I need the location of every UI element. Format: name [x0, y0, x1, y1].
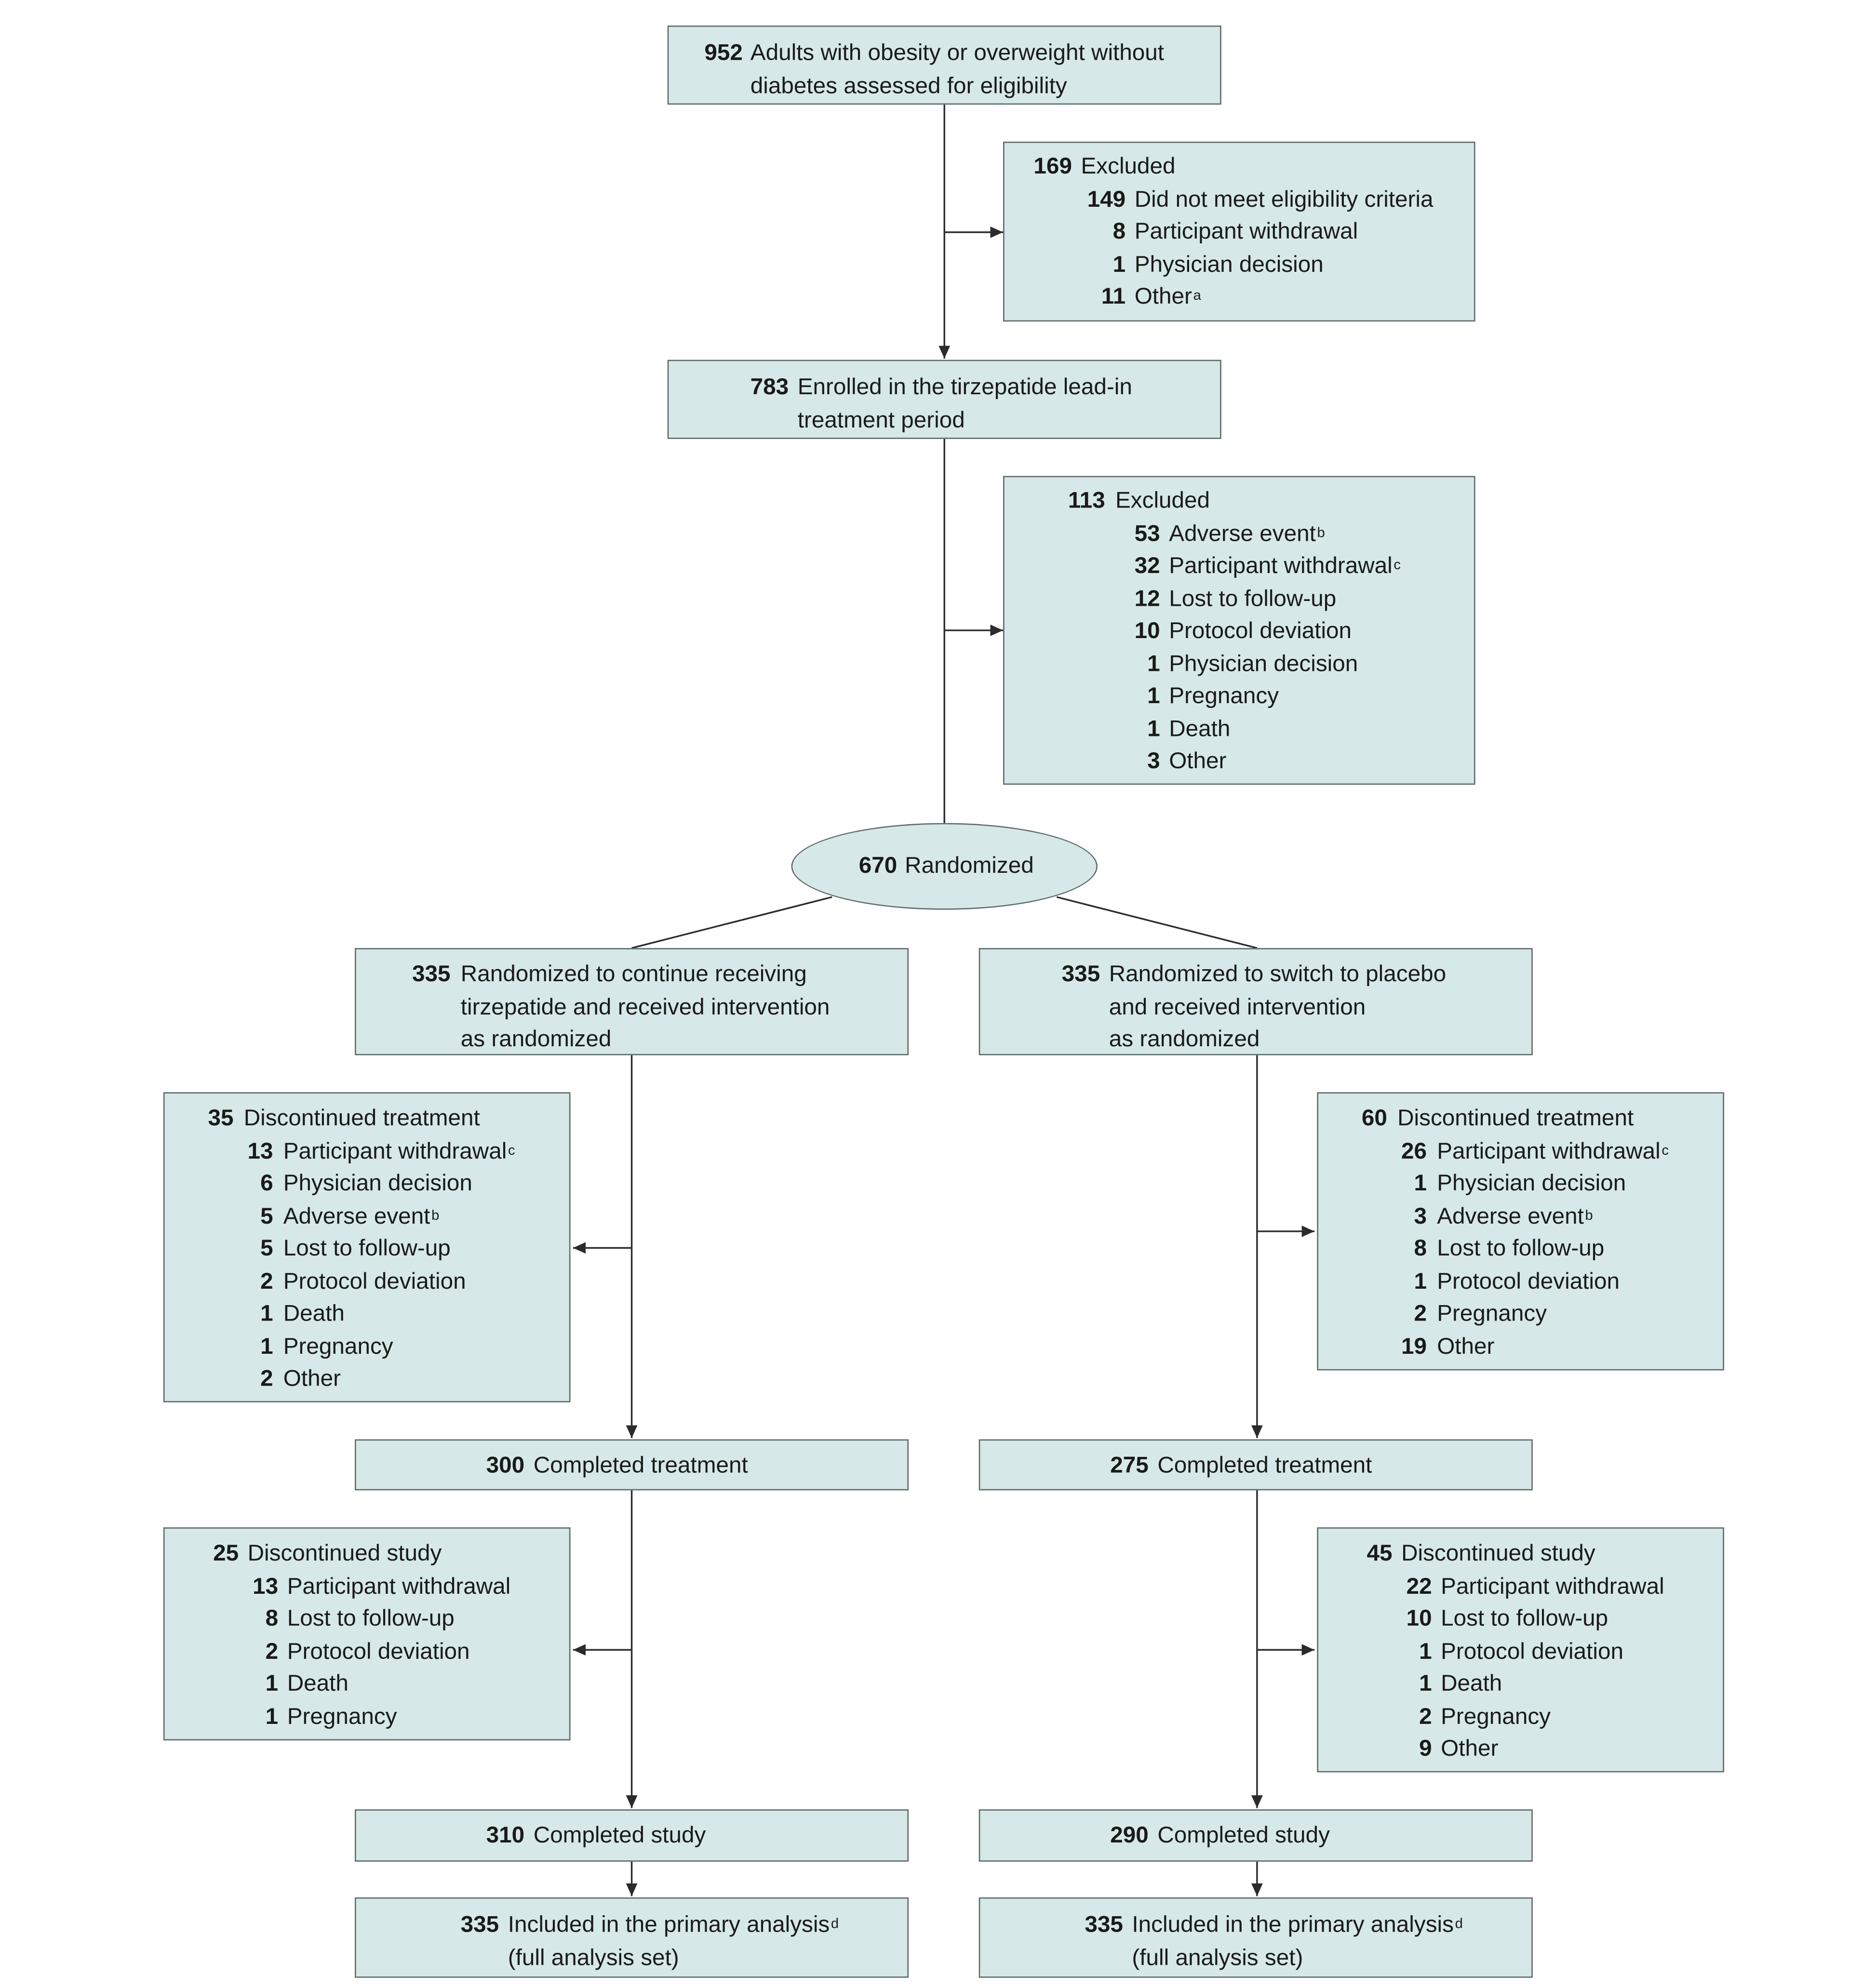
randomized-label: Randomized [905, 852, 1034, 878]
placebo-completed-study-box: 290 Completed study [978, 1809, 1533, 1862]
lead-in-label-line-1: Enrolled in the tirzepatide lead-in [797, 374, 1132, 400]
tirzepatide-completed-treatment-box: 300 Completed treatment [355, 1439, 909, 1491]
lead-in-excluded-count: 113 [1068, 487, 1105, 513]
lead-in-count: 783 [750, 374, 789, 400]
lead-in-box: 783 Enrolled in the tirzepatide lead-in … [667, 360, 1221, 439]
tirzepatide-discontinued-treatment-box: 35 Discontinued treatment 13 Participant… [163, 1092, 571, 1402]
screening-excluded-label: Excluded [1081, 153, 1176, 179]
placebo-discontinued-study-box: 45 Discontinued study 22 Participant wit… [1317, 1527, 1724, 1773]
tirzepatide-discontinued-study-box: 25 Discontinued study 13 Participant wit… [163, 1527, 571, 1741]
lead-in-excluded-label: Excluded [1115, 487, 1210, 513]
randomized-ellipse: 670 Randomized [791, 823, 1098, 910]
tirzepatide-completed-study-box: 310 Completed study [355, 1809, 909, 1862]
line-randomized-to-placebo-arm [1056, 896, 1258, 949]
screening-box: 952 Adults with obesity or overweight wi… [667, 25, 1221, 105]
tirzepatide-allocation-count: 335 [412, 961, 451, 987]
randomized-count: 670 [858, 852, 898, 878]
screening-count: 952 [704, 40, 743, 66]
screening-label-line-2: diabetes assessed for eligibility [750, 72, 1067, 98]
placebo-completed-treatment-box: 275 Completed treatment [978, 1439, 1533, 1491]
line-randomized-to-tirzepatide-arm [631, 896, 832, 949]
screening-excluded-count: 169 [1033, 153, 1072, 179]
tirzepatide-allocation-box: 335 Randomized to continue receiving tir… [355, 948, 909, 1055]
screening-label-line-1: Adults with obesity or overweight withou… [750, 40, 1165, 66]
placebo-allocation-count: 335 [1061, 961, 1100, 987]
screening-exclusions-box: 169 Excluded 149 Did not meet eligibilit… [1003, 141, 1475, 322]
lead-in-label-line-2: treatment period [797, 406, 965, 432]
placebo-allocation-box: 335 Randomized to switch to placebo and … [978, 948, 1533, 1055]
placebo-discontinued-treatment-box: 60 Discontinued treatment 26 Participant… [1317, 1092, 1724, 1371]
